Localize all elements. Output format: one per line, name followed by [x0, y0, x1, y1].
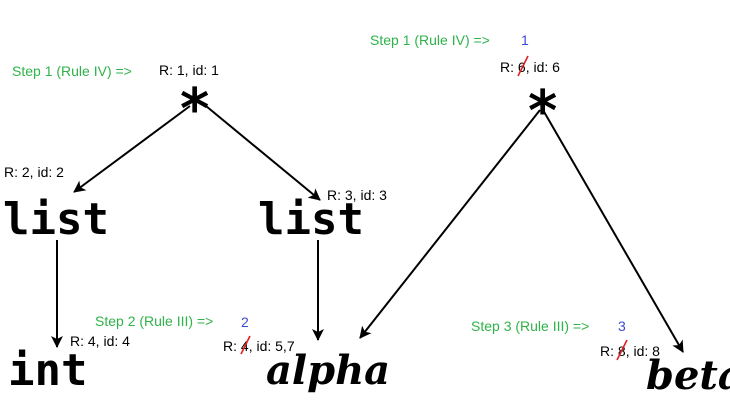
- beta-node: beta: [646, 352, 730, 399]
- right-root-info: R: 6, id: 6: [500, 59, 560, 75]
- edge-root-to-list-b: [205, 105, 321, 201]
- edge-root-to-list-a: [73, 105, 191, 193]
- list-b-info: R: 3, id: 3: [327, 187, 387, 203]
- alpha-node: alpha: [266, 347, 390, 394]
- left-root-info: R: 1, id: 1: [159, 62, 219, 78]
- int-info: R: 4, id: 4: [70, 333, 130, 349]
- right-root-star: *: [528, 79, 557, 144]
- list-a-info: R: 2, id: 2: [4, 164, 64, 180]
- right-step1-number: 1: [521, 32, 529, 48]
- left-root-star: *: [180, 77, 209, 142]
- left-step1-label: Step 1 (Rule IV) =>: [12, 63, 132, 79]
- beta-strike-mark: [616, 339, 628, 361]
- alpha-strike-mark: [240, 335, 251, 355]
- alpha-step-number: 2: [241, 314, 249, 330]
- alpha-step-label: Step 2 (Rule III) =>: [95, 313, 213, 329]
- beta-step-label: Step 3 (Rule III) =>: [471, 318, 589, 334]
- beta-step-number: 3: [618, 318, 626, 334]
- edge-root2-to-beta: [542, 109, 684, 353]
- int-node: int: [8, 345, 87, 396]
- edge-root2-to-alpha: [359, 109, 541, 339]
- right-step1-label: Step 1 (Rule IV) =>: [370, 32, 490, 48]
- list-b-node: list: [258, 194, 364, 245]
- right-root-strike-mark: [517, 55, 529, 77]
- list-a-node: list: [3, 194, 109, 245]
